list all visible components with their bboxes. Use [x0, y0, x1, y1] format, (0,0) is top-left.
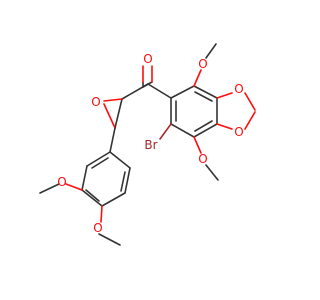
dioxole-oxygen-lower-label: O	[234, 125, 243, 139]
aryl-methoxy-groups	[39, 183, 121, 246]
methoxy-top-oxygen-label: O	[198, 57, 207, 71]
aryl-methoxy-oxygen-2-label: O	[93, 221, 102, 235]
bottom-methoxy	[193, 136, 219, 181]
bromine-bond	[159, 123, 172, 140]
carbonyl-group	[121, 65, 172, 100]
benzodioxole-ring	[170, 85, 218, 138]
epoxide-ring	[103, 98, 123, 129]
epoxide-aryl-bond	[109, 127, 116, 153]
bromine-label: Br	[144, 138, 157, 152]
aryl-methoxy-oxygen-1-label: O	[57, 175, 66, 189]
methylenedioxy-ring	[216, 92, 256, 130]
top-methoxy	[193, 43, 217, 87]
epoxide-oxygen-label: O	[91, 95, 100, 109]
dimethoxyphenyl-ring	[81, 151, 131, 207]
dioxole-oxygen-upper-label: O	[234, 82, 243, 96]
methoxy-bottom-oxygen-label: O	[198, 152, 207, 166]
structure-canvas: O O O O O O Br O O	[39, 43, 256, 246]
ketone-oxygen-label: O	[143, 52, 152, 66]
